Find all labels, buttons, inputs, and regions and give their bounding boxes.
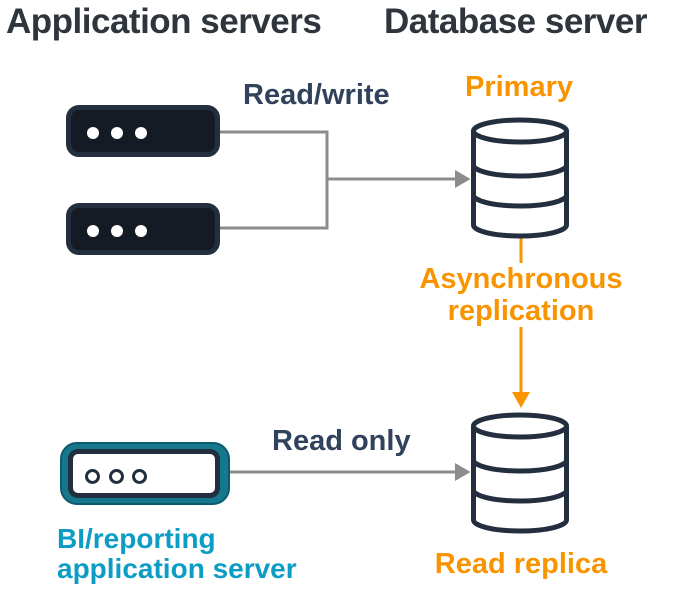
read-only-arrowhead (455, 463, 471, 481)
bi-reporting-label: BI/reporting application server (57, 524, 297, 584)
bi-reporting-label-line1: BI/reporting (57, 523, 216, 554)
async-replication-label: Asynchronous replication (403, 263, 639, 327)
read-write-connector (219, 130, 456, 230)
database-server-heading: Database server (384, 2, 647, 41)
server-dot (132, 469, 147, 484)
server-dot (87, 225, 99, 237)
server-dot (87, 127, 99, 139)
async-replication-arrowhead (512, 392, 530, 408)
server-dot (111, 225, 123, 237)
async-replication-label-line1: Asynchronous (419, 263, 623, 295)
read-write-label: Read/write (243, 79, 390, 111)
read-write-arrowhead (455, 170, 471, 188)
server-dot (85, 469, 100, 484)
read-only-label: Read only (272, 425, 411, 457)
server-dot (135, 127, 147, 139)
bi-reporting-label-line2: application server (57, 553, 297, 584)
server-dot (135, 225, 147, 237)
application-servers-heading: Application servers (6, 2, 322, 41)
bi-reporting-server-icon (60, 442, 230, 505)
read-replica-database-icon (471, 412, 569, 534)
server-dot (111, 127, 123, 139)
primary-database-icon (471, 117, 569, 239)
app-server-2-icon (66, 203, 220, 255)
bi-server-body (68, 449, 220, 498)
app-server-1-icon (66, 105, 220, 157)
primary-label: Primary (464, 71, 573, 103)
read-replica-label: Read replica (434, 548, 608, 580)
server-dot (109, 469, 124, 484)
async-replication-label-line2: replication (447, 295, 595, 327)
